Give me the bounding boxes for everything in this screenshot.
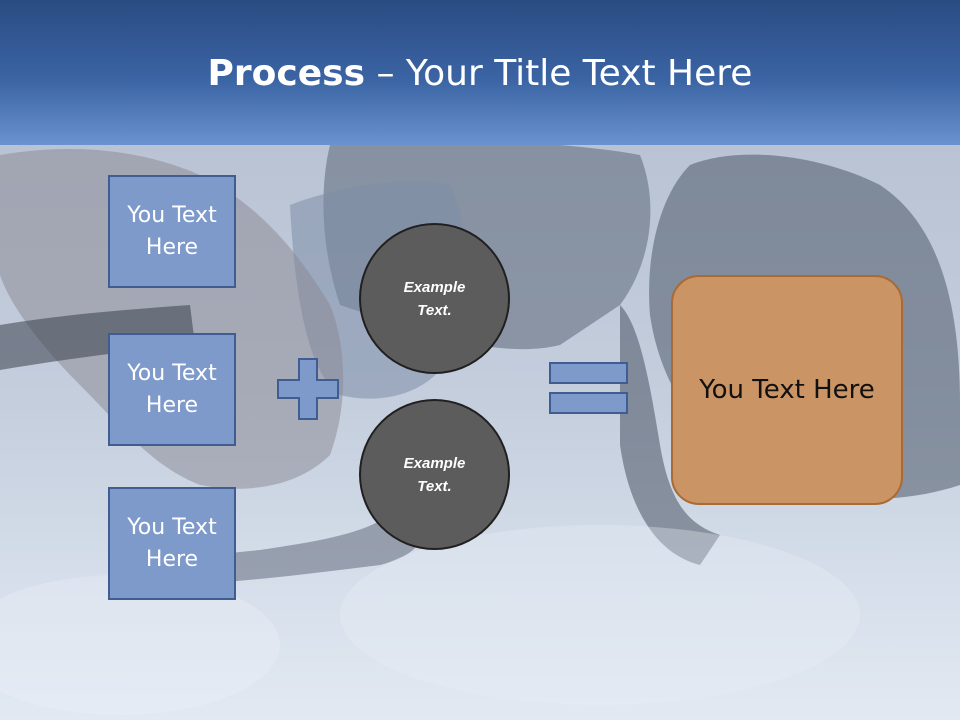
input-box-2: You Text Here bbox=[108, 333, 236, 446]
title-bold: Process bbox=[207, 53, 366, 94]
title-band: Process – Your Title Text Here bbox=[0, 0, 960, 145]
input-box-1-label: You Text Here bbox=[127, 202, 217, 260]
input-box-2-label: You Text Here bbox=[127, 360, 217, 418]
plus-icon bbox=[277, 358, 339, 420]
example-circle-2: Example Text. bbox=[359, 399, 510, 550]
fuel-nozzle-illustration bbox=[0, 145, 960, 715]
slide-title: Process – Your Title Text Here bbox=[0, 52, 960, 96]
result-box-label: You Text Here bbox=[699, 375, 875, 405]
input-box-3-label: You Text Here bbox=[127, 514, 217, 572]
result-box: You Text Here bbox=[671, 275, 903, 505]
equals-icon bbox=[549, 362, 628, 414]
title-rest: – Your Title Text Here bbox=[365, 53, 753, 94]
example-circle-1: Example Text. bbox=[359, 223, 510, 374]
input-box-1: You Text Here bbox=[108, 175, 236, 288]
example-circle-1-label: Example Text. bbox=[403, 278, 466, 319]
example-circle-2-label: Example Text. bbox=[403, 454, 466, 495]
input-box-3: You Text Here bbox=[108, 487, 236, 600]
